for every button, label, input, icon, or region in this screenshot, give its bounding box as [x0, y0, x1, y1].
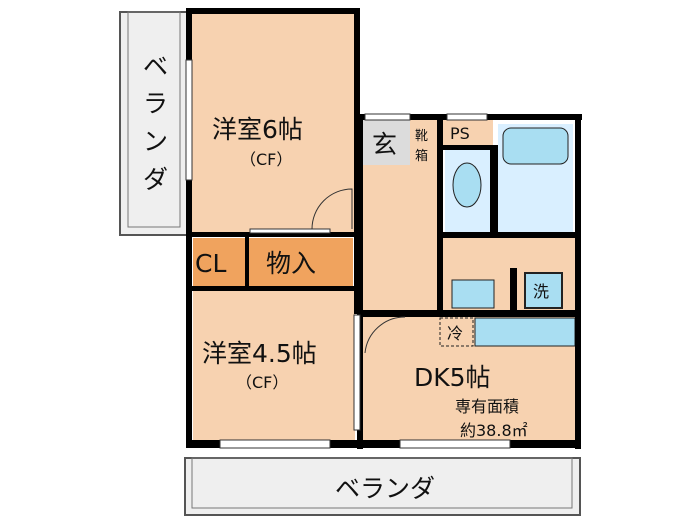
entrance [362, 120, 410, 165]
walls [186, 8, 582, 449]
storage [249, 238, 353, 286]
room-western-6-name: 洋室6帖 [212, 115, 303, 144]
veranda-left [119, 11, 189, 236]
door-swing [311, 188, 353, 230]
label-char: ン [143, 127, 168, 156]
area-label: 専有面積 [455, 397, 519, 416]
room-western-45 [193, 290, 355, 445]
room-western-45-floor: （CF） [236, 373, 288, 392]
room-western-6-floor: （CF） [240, 150, 292, 169]
label-char: ベ [143, 52, 168, 81]
room-western-6 [190, 12, 357, 234]
dk-name: DK5帖 [414, 363, 491, 392]
label-char: ラ [143, 89, 168, 118]
openings [185, 59, 511, 449]
door-swing [364, 316, 406, 354]
entrance-label: 玄 [372, 130, 397, 159]
area-value: 約38.8㎡ [460, 421, 528, 440]
fridge-label: 冷 [447, 324, 463, 343]
ps [443, 120, 493, 145]
room-western-45-name: 洋室4.5帖 [202, 339, 317, 368]
storage-label: 物入 [266, 249, 316, 278]
bottom-veranda-label: ベランダ [335, 474, 435, 503]
kitchen-counter [474, 317, 576, 347]
label-char: ダ [143, 165, 168, 194]
washer-label: 洗 [533, 282, 549, 301]
fridge-space [439, 317, 474, 347]
closet [193, 238, 245, 286]
sink-icon [451, 279, 495, 309]
corridor [360, 165, 437, 313]
left-veranda-label: ベ ラ ン ダ [143, 52, 168, 194]
shoe-box-label: 箱 [415, 148, 428, 164]
washer-box [524, 272, 563, 309]
shoe-box [410, 120, 437, 165]
toilet-icon [452, 162, 482, 208]
ps-label: PS [450, 124, 470, 143]
shoe-box-label: 靴 [415, 129, 428, 144]
bathtub-icon [502, 127, 569, 165]
closet-label: CL [195, 249, 226, 278]
